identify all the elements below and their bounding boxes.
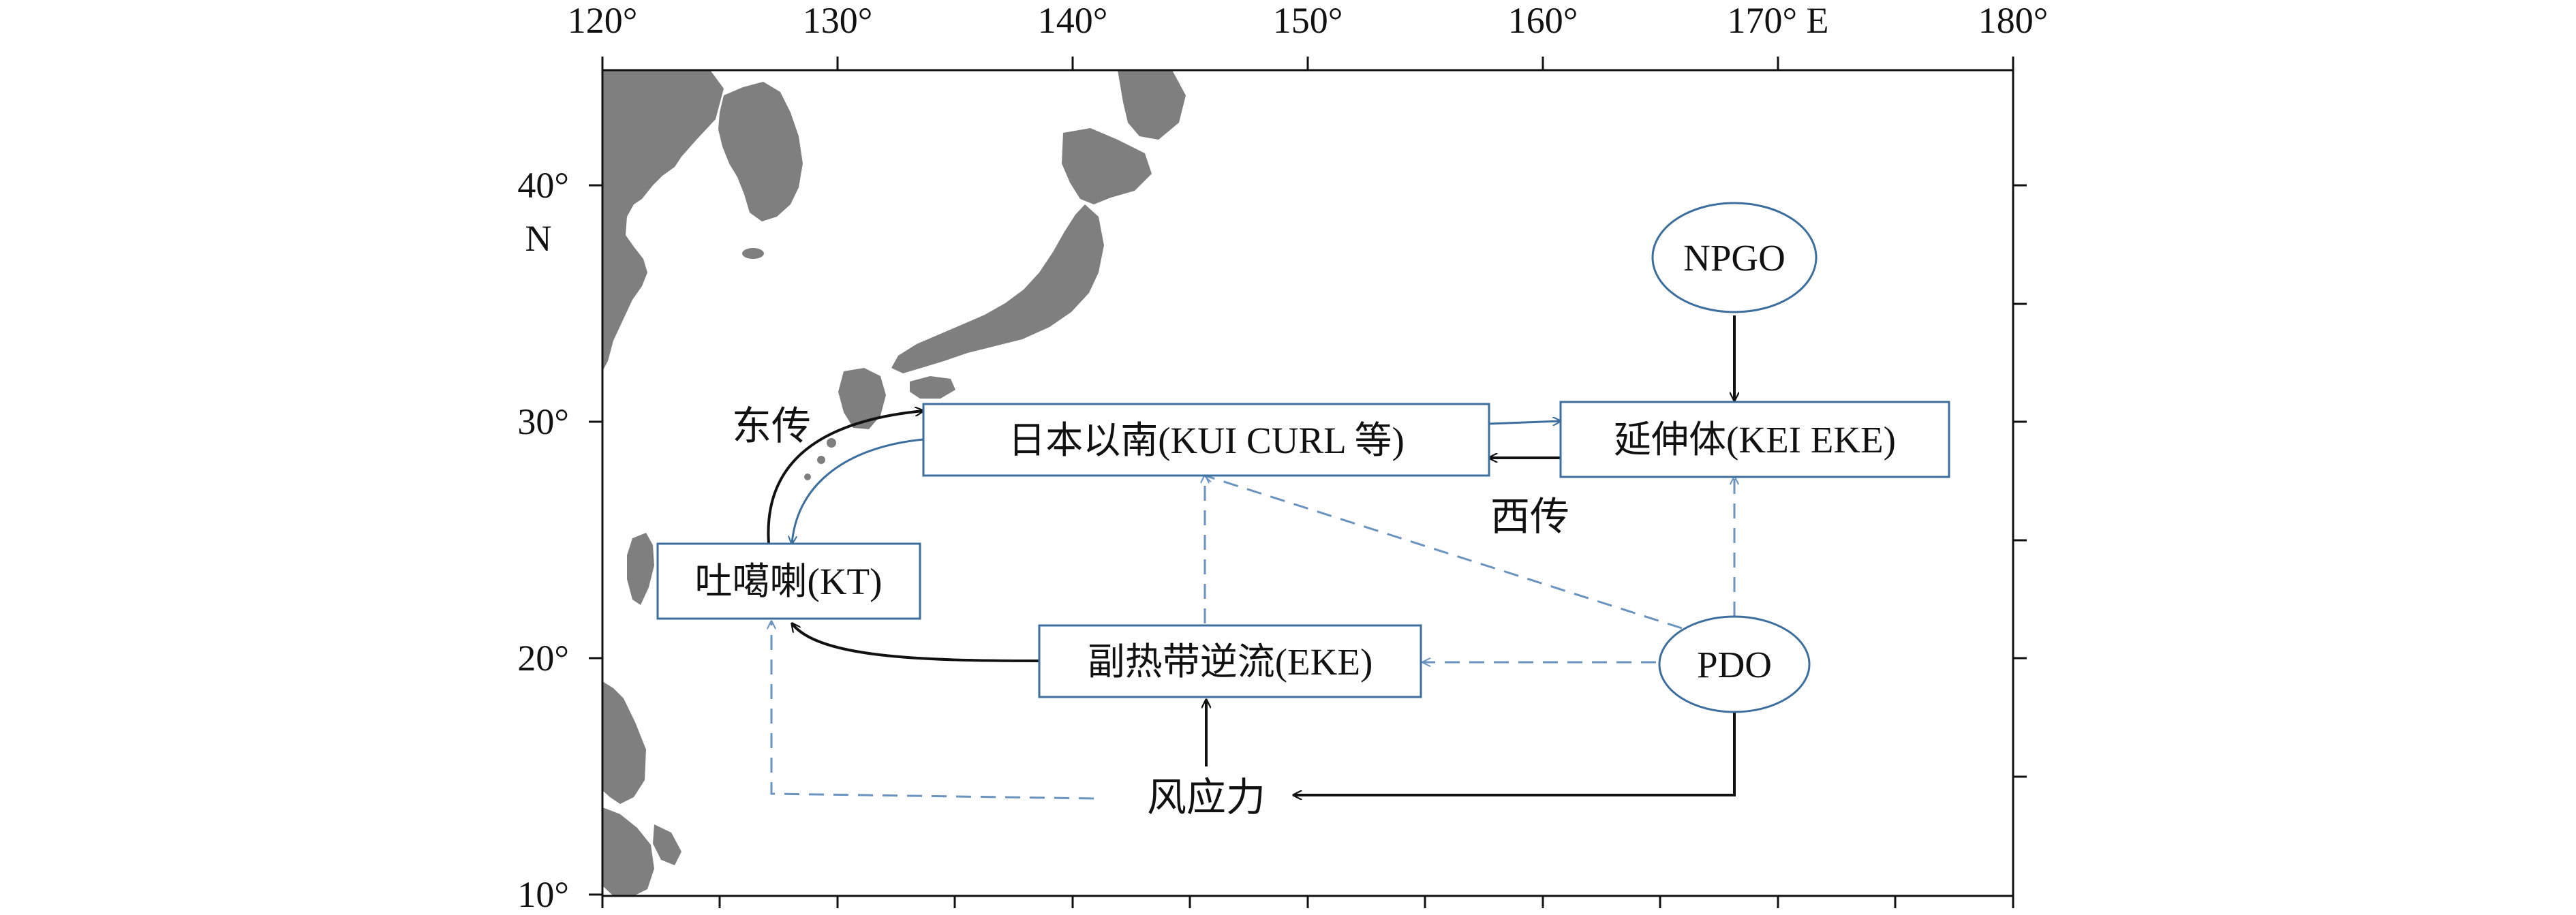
label-wind-stress: 风应力 — [1147, 775, 1266, 820]
arrow-kt-to-japan — [767, 411, 923, 544]
box-extension — [1559, 401, 1950, 478]
arrow-pdo-to-japan — [1205, 476, 1683, 630]
land-mainland — [602, 70, 724, 371]
land-ryukyu-2 — [817, 456, 825, 464]
land-korea — [718, 82, 803, 221]
label-pdo: PDO — [1697, 644, 1772, 685]
land-visayas — [602, 807, 654, 896]
label-westward: 西传 — [1490, 495, 1569, 539]
top-tick-labels: 120° 130° 140° 150° 160° 170° E 180° — [568, 0, 2049, 41]
land-hokkaido — [1062, 128, 1152, 204]
box-tokara — [656, 542, 921, 620]
arrow-countercurrent-to-kt — [792, 623, 1040, 662]
tick-label-top: 140° — [1038, 0, 1108, 41]
tick-label-top: 130° — [803, 0, 873, 41]
box-japan-south — [922, 403, 1490, 477]
tick-label-left: 20° — [517, 638, 569, 679]
ellipse-pdo — [1658, 615, 1811, 713]
tick-label-left: 30° — [517, 401, 569, 442]
tick-label-top: 120° — [568, 0, 638, 41]
box-countercurrent — [1038, 624, 1422, 698]
land-kyushu — [838, 368, 886, 429]
connectors — [767, 315, 1736, 800]
arrow-wind-to-kt — [771, 621, 1094, 800]
label-tokara: 吐噶喇(KT) — [695, 561, 883, 602]
ellipse-npgo — [1651, 202, 1818, 313]
latitude-unit: N — [525, 218, 552, 259]
tick-label-top: 160° — [1508, 0, 1578, 41]
arrow-pdo-to-wind — [1293, 711, 1736, 795]
land-honshu — [891, 204, 1104, 373]
land-sakhalin — [1118, 70, 1186, 140]
left-tick-labels: 40° 30° 20° 10° — [517, 165, 569, 915]
label-countercurrent: 副热带逆流(EKE) — [1088, 641, 1373, 683]
land-masses — [602, 70, 1186, 896]
land-shikoku — [910, 376, 955, 399]
tick-label-left: 40° — [517, 165, 569, 206]
arrow-japan-to-extension — [1488, 421, 1561, 424]
tick-label-top: 170° E — [1727, 0, 1828, 41]
label-npgo: NPGO — [1683, 237, 1785, 279]
label-japan-south: 日本以南(KUI CURL 等) — [1008, 420, 1405, 461]
tick-label-top: 180° — [1978, 0, 2049, 41]
land-ryukyu-3 — [804, 474, 811, 480]
tick-label-top: 150° — [1273, 0, 1343, 41]
nodes: 日本以南(KUI CURL 等) 延伸体(KEI EKE) 吐噶喇(KT) 副热… — [656, 202, 1950, 713]
tick-label-left: 10° — [517, 874, 569, 912]
label-eastward: 东传 — [732, 404, 811, 448]
land-ryukyu-1 — [827, 438, 836, 448]
land-mindoro — [653, 824, 681, 865]
land-luzon — [602, 681, 646, 804]
axis-ticks — [589, 57, 2027, 908]
arrow-japan-to-kt — [792, 438, 924, 544]
map-frame — [601, 69, 2014, 897]
label-extension: 延伸体(KEI EKE) — [1614, 419, 1896, 461]
land-taiwan — [627, 533, 654, 605]
land-jeju — [742, 248, 764, 259]
